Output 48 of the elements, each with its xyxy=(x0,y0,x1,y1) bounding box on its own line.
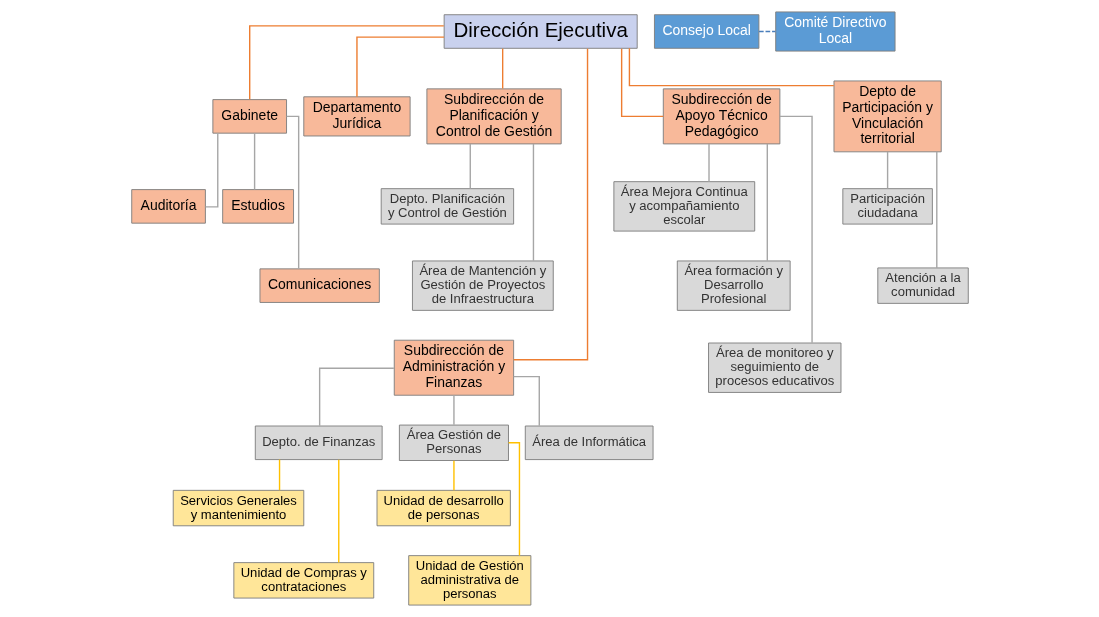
connector xyxy=(355,36,445,98)
node-box: Participación ciudadana xyxy=(841,188,933,225)
connector xyxy=(452,459,455,491)
connector xyxy=(512,48,588,361)
node-box: Estudios xyxy=(221,189,294,224)
connector xyxy=(628,47,834,87)
node-box: Depto. de Finanzas xyxy=(254,425,383,461)
node-box: Unidad de Gestión administrativa de personas xyxy=(407,555,531,606)
connector xyxy=(318,367,395,427)
node-box: Área de Mantención y Gestión de Proyectos de Infraestructura xyxy=(411,260,554,311)
node-box: Subdirección de Apoyo Técnico Pedagógico xyxy=(662,88,780,145)
node-box: Área de monitoreo y seguimiento de procesos educativos xyxy=(707,342,841,393)
node-box: Área Gestión de Personas xyxy=(398,424,509,461)
node-box: Gabinete xyxy=(211,99,287,134)
node-box: Consejo Local xyxy=(653,14,759,49)
node-box: Depto de Participación y Vinculación territorial xyxy=(833,80,942,153)
connector xyxy=(452,394,455,426)
connector xyxy=(935,151,937,269)
connector xyxy=(248,25,444,101)
node-box: Atención a la comunidad xyxy=(876,267,969,304)
node-box: Subdirección de Administración y Finanzas xyxy=(393,339,514,396)
node-box: Comité Directivo Local xyxy=(774,11,896,52)
node-box: Servicios Generales y mantenimiento xyxy=(172,489,304,527)
node-box: Subdirección de Planificación y Control de Gestión xyxy=(425,88,562,145)
node-box: Área formación y Desarrollo Profesional xyxy=(676,260,791,311)
node-box: Área de Informática xyxy=(524,425,653,461)
node-box: Dirección Ejecutiva xyxy=(443,14,638,49)
connector xyxy=(778,115,813,344)
node-box: Unidad de desarrollo de personas xyxy=(376,489,511,527)
node-box: Auditoría xyxy=(130,189,206,224)
connector xyxy=(532,143,534,262)
node-box: Área Mejora Continua y acompañamiento escolar xyxy=(612,181,755,232)
connector xyxy=(469,143,471,190)
connector xyxy=(253,132,255,191)
connector xyxy=(501,48,503,90)
node-box: Departamento Jurídica xyxy=(302,96,411,137)
connector xyxy=(620,48,664,118)
connector xyxy=(507,442,520,557)
connector xyxy=(278,458,280,491)
connector xyxy=(337,458,339,564)
node-box: Depto. Planificación y Control de Gestión xyxy=(380,188,514,225)
node-box: Comunicaciones xyxy=(259,268,380,303)
connector xyxy=(766,143,768,262)
connector xyxy=(757,30,776,33)
connector xyxy=(707,143,710,183)
connector xyxy=(886,151,888,190)
connector xyxy=(512,375,540,427)
node-box: Unidad de Compras y contrataciones xyxy=(232,562,374,599)
